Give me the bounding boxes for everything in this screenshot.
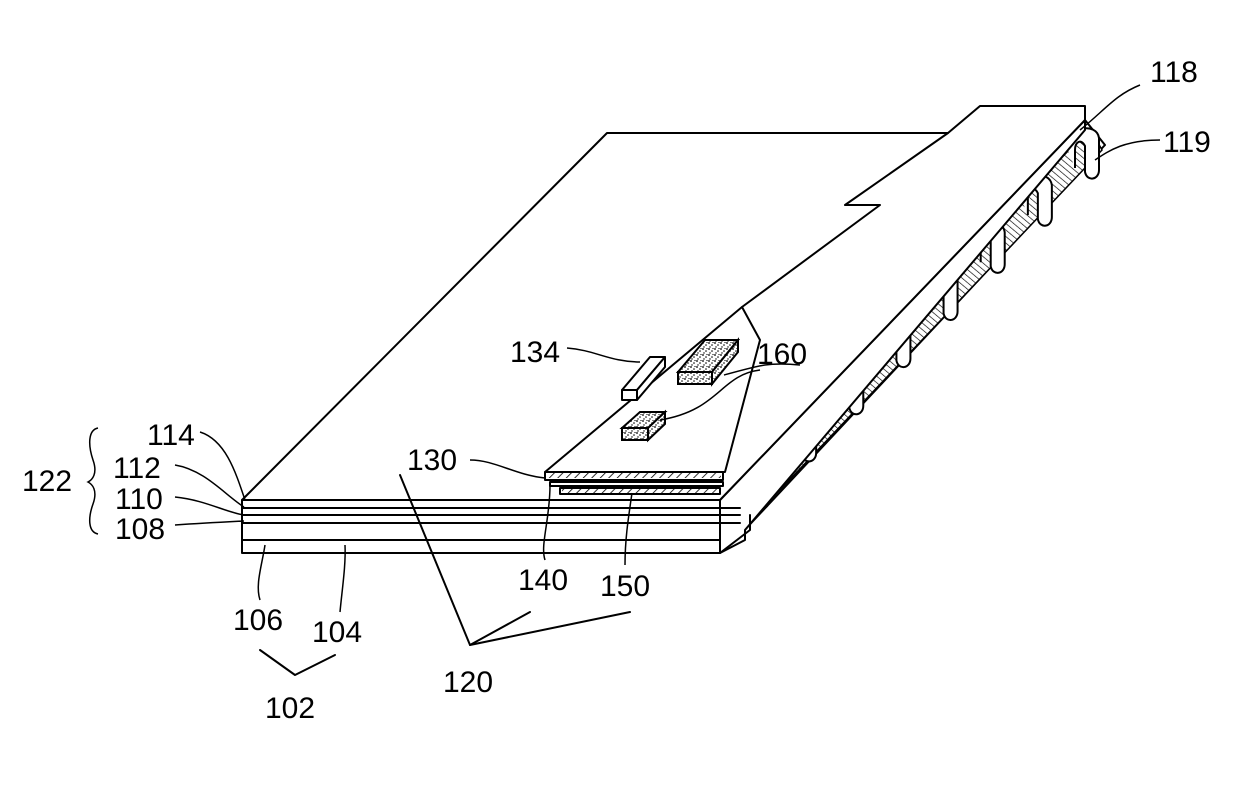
label-120: 120: [443, 666, 493, 699]
label-134: 134: [510, 336, 560, 369]
label-104: 104: [312, 616, 362, 649]
label-106: 106: [233, 604, 283, 637]
label-114: 114: [147, 419, 195, 452]
label-160: 160: [757, 338, 807, 371]
label-140: 140: [518, 564, 568, 597]
label-118: 118: [1150, 56, 1198, 89]
label-108: 108: [115, 513, 165, 546]
label-150: 150: [600, 570, 650, 603]
label-119: 119: [1163, 126, 1211, 159]
label-112: 112: [113, 452, 161, 485]
label-122: 122: [22, 465, 72, 498]
label-102: 102: [265, 692, 315, 725]
label-110: 110: [115, 483, 163, 516]
label-130: 130: [407, 444, 457, 477]
